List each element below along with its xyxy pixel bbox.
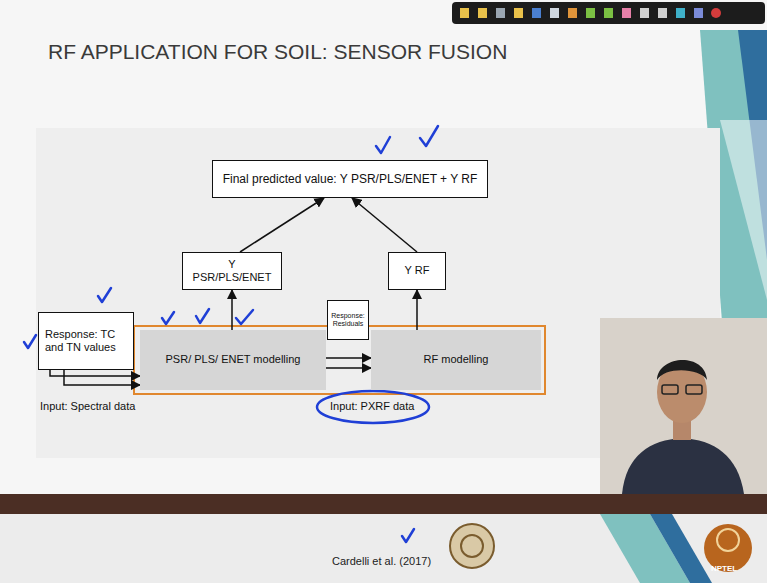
node-text: RF modelling (424, 353, 489, 366)
flow-arrow (231, 290, 233, 330)
process-box: RF modelling (371, 330, 541, 390)
toolbar-icon (514, 8, 523, 18)
flow-arrow (326, 367, 371, 369)
tick-mark (420, 126, 438, 146)
node-text: Y RF (405, 264, 430, 277)
process-box: PSR/ PLS/ ENET modelling (140, 330, 326, 390)
toolbar-icon (532, 8, 541, 18)
slide-title: RF APPLICATION FOR SOIL: SENSOR FUSION (48, 40, 507, 64)
node-text: Y PSR/PLS/ENET (189, 258, 275, 284)
node-text: Response: TC and TN values (45, 328, 127, 354)
toolbar-icon (496, 8, 505, 18)
result-box: Final predicted value: Y PSR/PLS/ENET + … (212, 160, 488, 198)
speaker-body (622, 438, 744, 494)
flow-arrow (352, 198, 417, 252)
speaker-glasses (662, 385, 678, 394)
toolbar-icons (460, 8, 721, 18)
institute-logo-ring (461, 535, 483, 557)
nptel-logo (704, 524, 752, 572)
logo-text: NPTEL (711, 564, 737, 573)
tick-mark (24, 335, 36, 348)
toolbar-icon (676, 8, 685, 18)
toolbar-icon (586, 8, 595, 18)
flow-arrow (416, 290, 418, 330)
toolbar-icon (640, 8, 649, 18)
speaker-video (600, 318, 767, 494)
tick-mark (376, 137, 390, 153)
pen-toolbar (452, 2, 765, 24)
node-text: Response: Residuals (330, 312, 366, 329)
input-label: Input: PXRF data (330, 400, 414, 412)
toolbar-icon (622, 8, 631, 18)
toolbar-icon (604, 8, 613, 18)
footer-blue (650, 514, 712, 583)
flow-arrow (240, 198, 324, 252)
output-box: Y RF (388, 252, 446, 290)
speaker-hair (657, 360, 707, 380)
institute-logo (450, 524, 494, 568)
toolbar-icon (478, 8, 487, 18)
flow-arrow (326, 357, 371, 359)
speaker-glasses (686, 385, 702, 394)
output-box: Y PSR/PLS/ENET (182, 252, 282, 290)
response-box: Response: Residuals (327, 300, 369, 340)
toolbar-icon (568, 8, 577, 18)
circle-mark (317, 391, 429, 423)
footer-ground (0, 514, 767, 583)
flow-arrow (64, 370, 140, 385)
video-background (600, 318, 767, 494)
response-box: Response: TC and TN values (38, 312, 134, 370)
toolbar-icon (658, 8, 667, 18)
toolbar-icon (460, 8, 469, 18)
node-text: PSR/ PLS/ ENET modelling (166, 353, 301, 366)
toolbar-icon (694, 8, 703, 18)
input-label: Input: Spectral data (40, 400, 135, 412)
footer-bar (0, 494, 767, 514)
node-text: Final predicted value: Y PSR/PLS/ENET + … (223, 172, 478, 186)
tick-mark (402, 529, 414, 542)
citation: Cardelli et al. (2017) (332, 555, 431, 567)
speaker-head (657, 361, 707, 423)
toolbar-icon (711, 8, 721, 18)
tick-mark (236, 310, 253, 324)
nptel-logo-ring (717, 529, 739, 551)
toolbar-icon (550, 8, 559, 18)
tick-mark (196, 309, 209, 323)
tick-mark (162, 312, 174, 324)
tick-mark (98, 288, 111, 302)
white-band (720, 120, 767, 300)
